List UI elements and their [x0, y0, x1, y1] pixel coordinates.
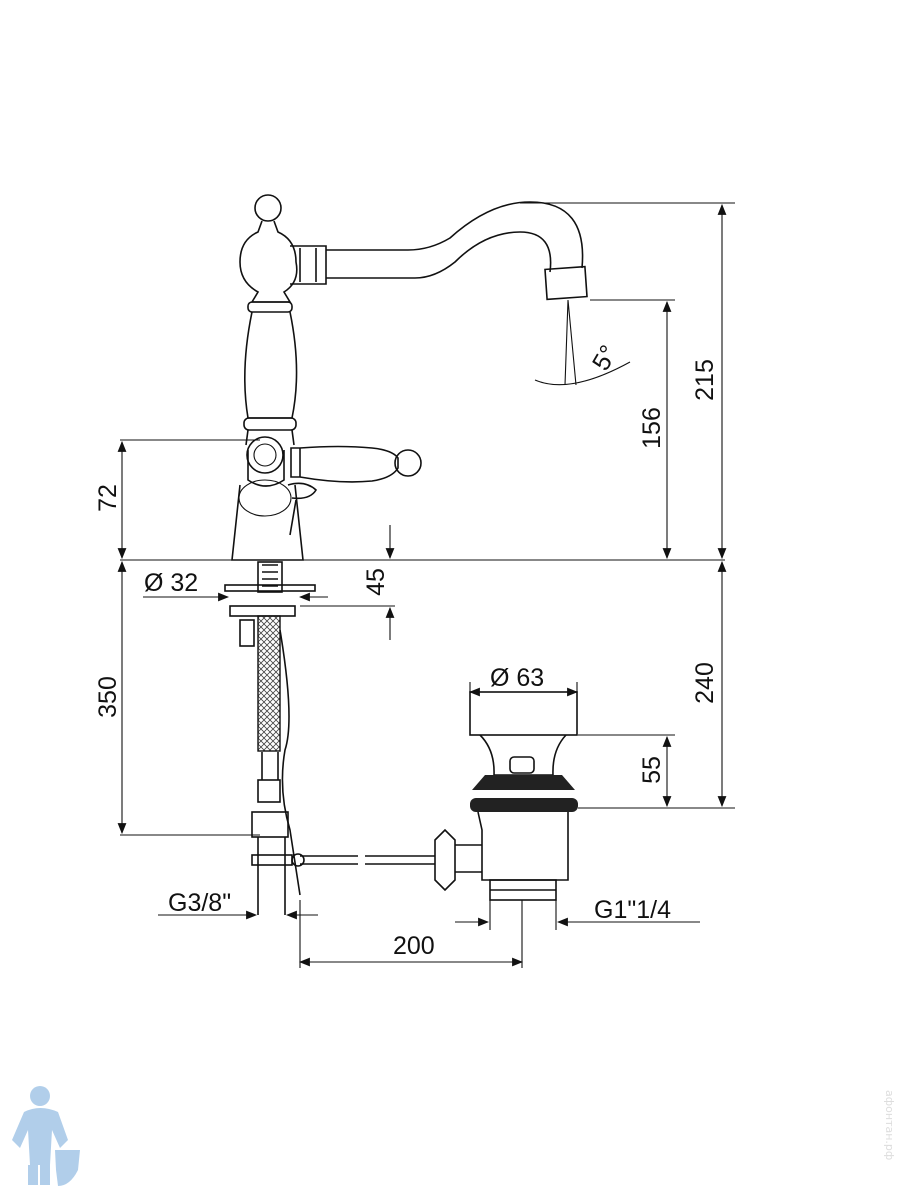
dim-g3-8: G3/8" [168, 889, 231, 917]
dim-g1-1-4: G1"1/4 [594, 896, 671, 924]
dim-350: 350 [94, 676, 122, 718]
dim-156: 156 [638, 407, 666, 449]
dim-diameter-32: Ø 32 [144, 569, 198, 597]
dimension-lines [117, 202, 735, 968]
dim-45: 45 [362, 568, 390, 596]
faucet [231, 194, 631, 561]
supply-hoses [224, 561, 435, 915]
dim-55: 55 [638, 756, 666, 784]
dim-215: 215 [691, 359, 719, 401]
dim-200: 200 [393, 932, 435, 960]
watermark: афонтан.рф [883, 1090, 896, 1160]
dim-diameter-63: Ø 63 [490, 664, 544, 692]
pop-up-waste [434, 691, 578, 901]
dim-240: 240 [691, 662, 719, 704]
dim-72: 72 [94, 484, 122, 512]
plumber-logo [12, 1086, 80, 1186]
dim-5-degree: 5° [587, 341, 623, 376]
